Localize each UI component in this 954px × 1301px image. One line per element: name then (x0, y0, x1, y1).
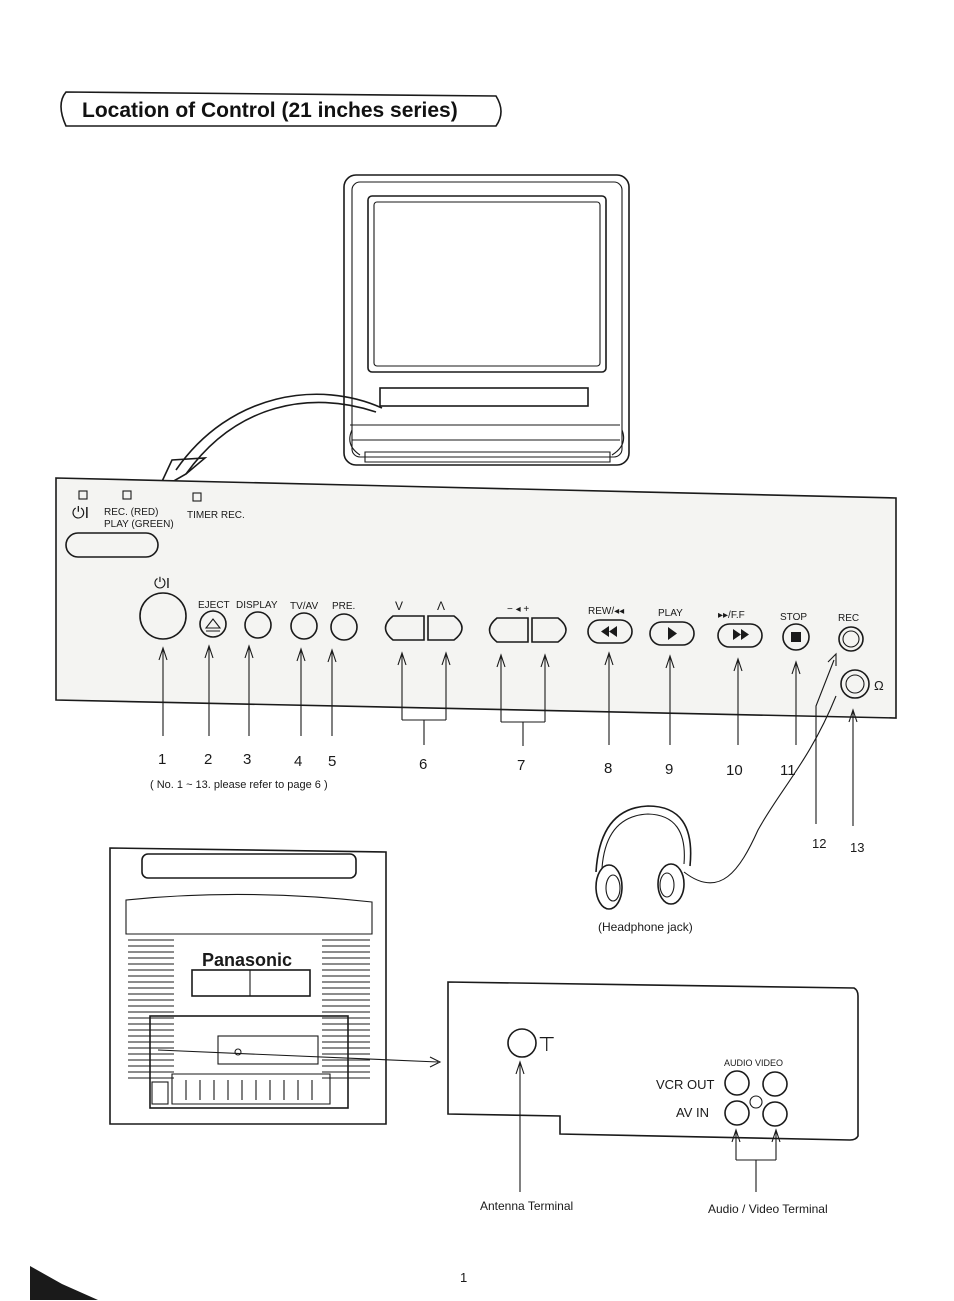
tvav-button[interactable] (290, 612, 318, 640)
av-terminal-caption: Audio / Video Terminal (708, 1202, 828, 1216)
page-number: 1 (460, 1270, 467, 1285)
play-label: PLAY (658, 608, 683, 619)
callout-13: 13 (850, 840, 864, 855)
callout-6: 6 (419, 756, 427, 773)
eject-label: EJECT (198, 600, 230, 611)
volume-up-label: Λ (437, 599, 445, 613)
callout-1: 1 (158, 751, 166, 768)
headphone-jack-caption: (Headphone jack) (598, 920, 693, 934)
antenna-terminal[interactable] (507, 1028, 537, 1058)
ff-label: ▸▸/F.F (718, 610, 745, 621)
callout-numbers: 1 2 3 4 5 6 7 8 9 10 11 12 13 ( No. 1 ~ … (150, 751, 864, 855)
volume-up-button[interactable] (427, 615, 463, 641)
brand-logo-text: Panasonic (202, 950, 292, 970)
headphone-jack[interactable] (840, 669, 870, 699)
volume-down-button[interactable] (384, 615, 425, 641)
tracking-down-button[interactable] (488, 617, 529, 643)
pre-label: PRE. (332, 601, 355, 612)
tracking-up-button[interactable] (531, 617, 567, 643)
timer-rec-label: TIMER REC. (187, 510, 245, 521)
callout-10: 10 (726, 762, 743, 779)
rec-button[interactable] (838, 626, 864, 652)
fast-forward-icon (733, 629, 749, 640)
remote-sensor-window (65, 532, 159, 558)
tracking-label: − ◂ + (507, 604, 529, 615)
power-button-symbol: ⏻I (154, 575, 170, 592)
antenna-icon: ⊤ (538, 1034, 555, 1056)
jacks-header: AUDIO VIDEO (724, 1058, 783, 1068)
headphone-icon: Ω (874, 678, 884, 693)
callout-12: 12 (812, 836, 826, 851)
scan-corner-artifact (30, 1266, 98, 1300)
rewind-icon (601, 626, 617, 637)
vcr-out-label: VCR OUT (656, 1077, 715, 1092)
headphones-illustration: (Headphone jack) (595, 695, 837, 934)
reference-note: ( No. 1 ~ 13. please refer to page 6 ) (150, 779, 328, 791)
rew-button[interactable] (587, 619, 633, 644)
play-button[interactable] (649, 621, 695, 646)
rec-label: REC (838, 613, 859, 624)
callout-11: 11 (780, 762, 796, 779)
power-indicator-led (78, 490, 88, 500)
antenna-terminal-caption: Antenna Terminal (480, 1199, 573, 1213)
vcr-out-video-jack[interactable] (762, 1071, 788, 1097)
tvav-label: TV/AV (290, 601, 318, 612)
timer-rec-indicator-led (192, 492, 202, 502)
right-vent-grille (322, 939, 370, 1079)
stop-button[interactable] (782, 623, 810, 651)
page-title: Location of Control (21 inches series) (82, 99, 458, 122)
av-in-audio-jack[interactable] (724, 1100, 750, 1126)
vcr-out-audio-jack[interactable] (724, 1070, 750, 1096)
callout-5: 5 (328, 753, 336, 770)
zoom-arrow (156, 393, 383, 492)
callout-9: 9 (665, 761, 673, 778)
tv-rear-illustration: Panasonic (109, 847, 442, 1125)
volume-down-label: V (395, 599, 403, 613)
av-in-video-jack[interactable] (762, 1101, 788, 1127)
left-vent-grille (128, 939, 174, 1079)
power-button[interactable] (139, 592, 187, 640)
eject-button[interactable] (199, 610, 227, 638)
stop-icon (791, 632, 801, 642)
rec-red-label: REC. (RED) (104, 507, 158, 518)
eject-icon (204, 618, 222, 632)
rew-label: REW/◂◂ (588, 606, 624, 617)
tv-front-illustration (343, 174, 630, 466)
callout-7: 7 (517, 757, 525, 774)
callout-leaders (158, 644, 858, 826)
title-box: Location of Control (21 inches series) (60, 91, 502, 127)
play-green-label: PLAY (GREEN) (104, 519, 174, 530)
callout-4: 4 (294, 753, 302, 770)
callout-3: 3 (243, 751, 251, 768)
pre-button[interactable] (330, 613, 358, 641)
callout-2: 2 (204, 751, 212, 768)
rec-play-indicator-led (122, 490, 132, 500)
display-label: DISPLAY (236, 600, 278, 611)
display-button[interactable] (244, 611, 272, 639)
ff-button[interactable] (717, 623, 763, 648)
callout-8: 8 (604, 760, 612, 777)
stop-label: STOP (780, 612, 807, 623)
power-indicator-symbol: ⏻I (72, 505, 89, 522)
av-in-label: AV IN (676, 1105, 709, 1120)
play-icon (668, 627, 677, 640)
front-control-panel: ⏻I REC. (RED) PLAY (GREEN) TIMER REC. ⏻I… (55, 477, 897, 719)
rear-terminal-panel: ⊤ AUDIO VIDEO VCR OUT AV IN Antenna Term… (447, 981, 859, 1216)
